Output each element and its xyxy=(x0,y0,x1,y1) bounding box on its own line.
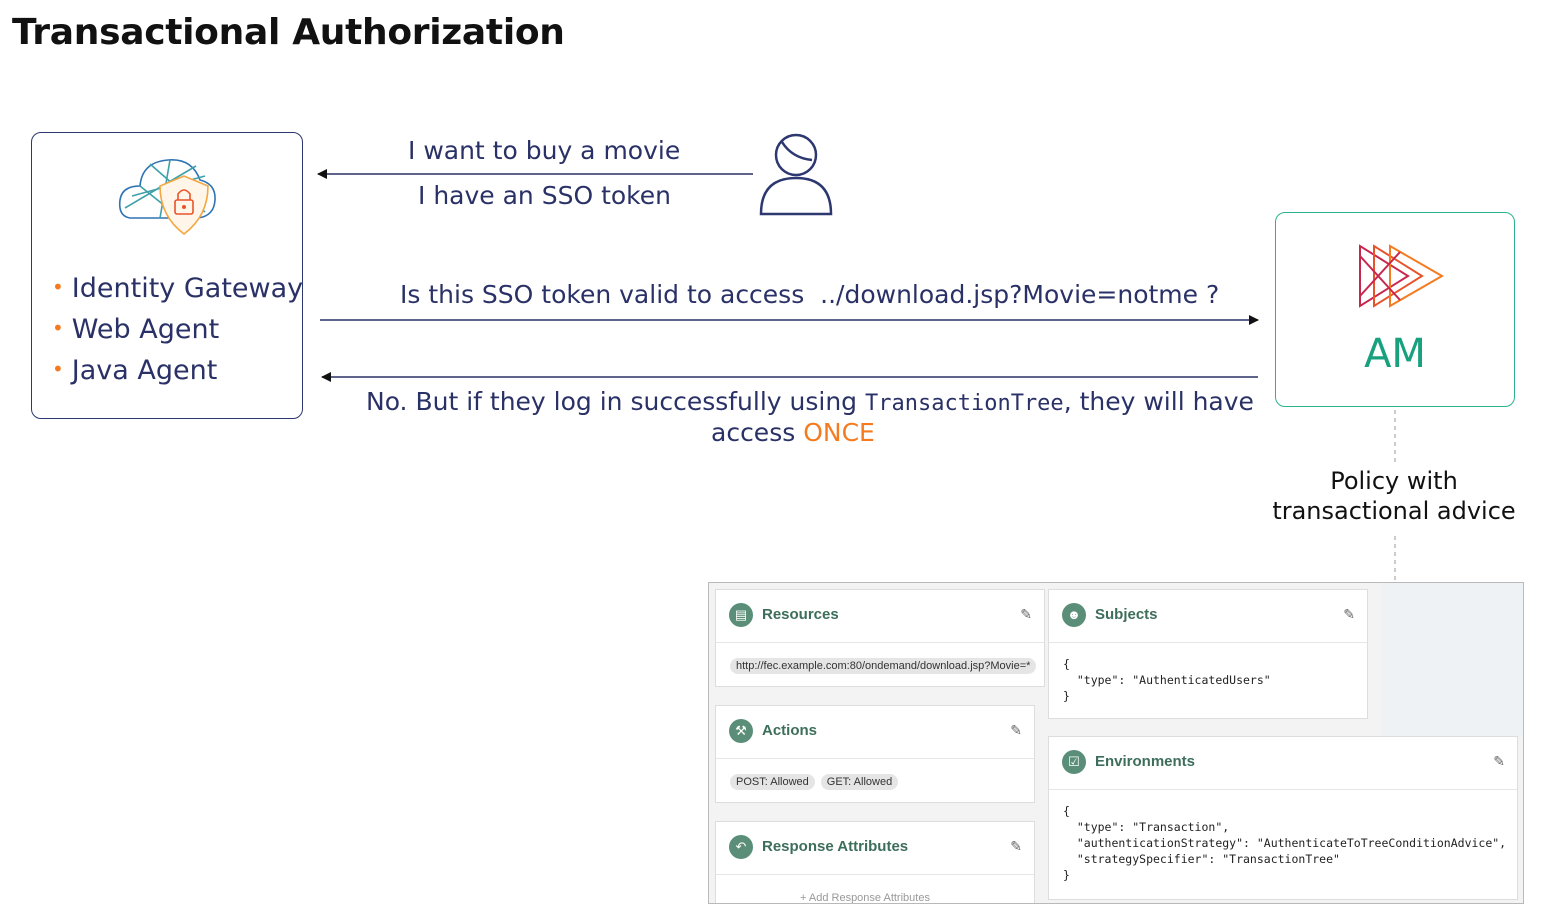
bullet-icon: • xyxy=(52,357,64,381)
policy-panel: ▤ Resources ✎ http://fec.example.com:80/… xyxy=(708,582,1524,904)
environments-code: { "type": "Transaction", "authentication… xyxy=(1063,804,1507,882)
client-item: •Java Agent xyxy=(52,355,218,386)
document-icon: ▤ xyxy=(729,603,753,627)
page-title: Transactional Authorization xyxy=(12,12,565,53)
am-logo-icon xyxy=(1359,244,1445,308)
subjects-title: Subjects xyxy=(1095,606,1158,623)
once-highlight: ONCE xyxy=(803,418,875,447)
tree-name: TransactionTree xyxy=(865,391,1064,416)
panel-side-area xyxy=(1381,583,1523,737)
resource-url: http://fec.example.com:80/ondemand/downl… xyxy=(730,658,1037,674)
response-attributes-title: Response Attributes xyxy=(762,838,909,855)
action-pill: GET: Allowed xyxy=(820,774,899,790)
action-pill: POST: Allowed xyxy=(730,774,815,790)
bullet-icon: • xyxy=(52,316,64,340)
response-message-line1: No. But if they log in successfully usin… xyxy=(366,387,1254,416)
am-box: AM xyxy=(1275,212,1515,407)
bullet-icon: • xyxy=(52,275,64,299)
pencil-icon[interactable]: ✎ xyxy=(1493,753,1505,769)
subjects-code: { "type": "AuthenticatedUsers" } xyxy=(1063,657,1271,703)
response-attributes-card: ↶ Response Attributes ✎ + Add Response A… xyxy=(715,821,1035,904)
checkbox-icon: ☑ xyxy=(1062,750,1086,774)
request-message: Is this SSO token valid to access ../dow… xyxy=(400,280,1220,309)
client-item: •Identity Gateway xyxy=(52,273,304,304)
resources-card: ▤ Resources ✎ http://fec.example.com:80/… xyxy=(715,589,1045,687)
add-response-attributes[interactable]: + Add Response Attributes xyxy=(800,892,930,904)
pencil-icon[interactable]: ✎ xyxy=(1010,722,1022,738)
user-message-line2: I have an SSO token xyxy=(418,181,671,210)
am-label: AM xyxy=(1364,331,1426,377)
policy-label: Policy with transactional advice xyxy=(1272,467,1516,525)
actions-card: ⚒ Actions ✎ POST: Allowed GET: Allowed xyxy=(715,705,1035,803)
user-icon xyxy=(759,133,833,216)
reply-icon: ↶ xyxy=(729,835,753,859)
pencil-icon[interactable]: ✎ xyxy=(1010,838,1022,854)
resources-title: Resources xyxy=(762,606,839,623)
response-message-line2: access ONCE xyxy=(711,418,875,447)
client-item: •Web Agent xyxy=(52,314,220,345)
client-list: •Identity Gateway •Web Agent •Java Agent xyxy=(52,269,303,392)
users-icon: ☻ xyxy=(1062,603,1086,627)
cloud-lock-icon xyxy=(118,159,216,236)
user-message-line1: I want to buy a movie xyxy=(408,136,681,165)
environments-card: ☑ Environments ✎ { "type": "Transaction"… xyxy=(1048,736,1518,900)
subjects-card: ☻ Subjects ✎ { "type": "AuthenticatedUse… xyxy=(1048,589,1368,719)
environments-title: Environments xyxy=(1095,753,1196,770)
client-box: •Identity Gateway •Web Agent •Java Agent xyxy=(31,132,303,419)
pencil-icon[interactable]: ✎ xyxy=(1020,606,1032,622)
pencil-icon[interactable]: ✎ xyxy=(1343,606,1355,622)
gavel-icon: ⚒ xyxy=(729,719,753,743)
actions-title: Actions xyxy=(762,722,818,739)
